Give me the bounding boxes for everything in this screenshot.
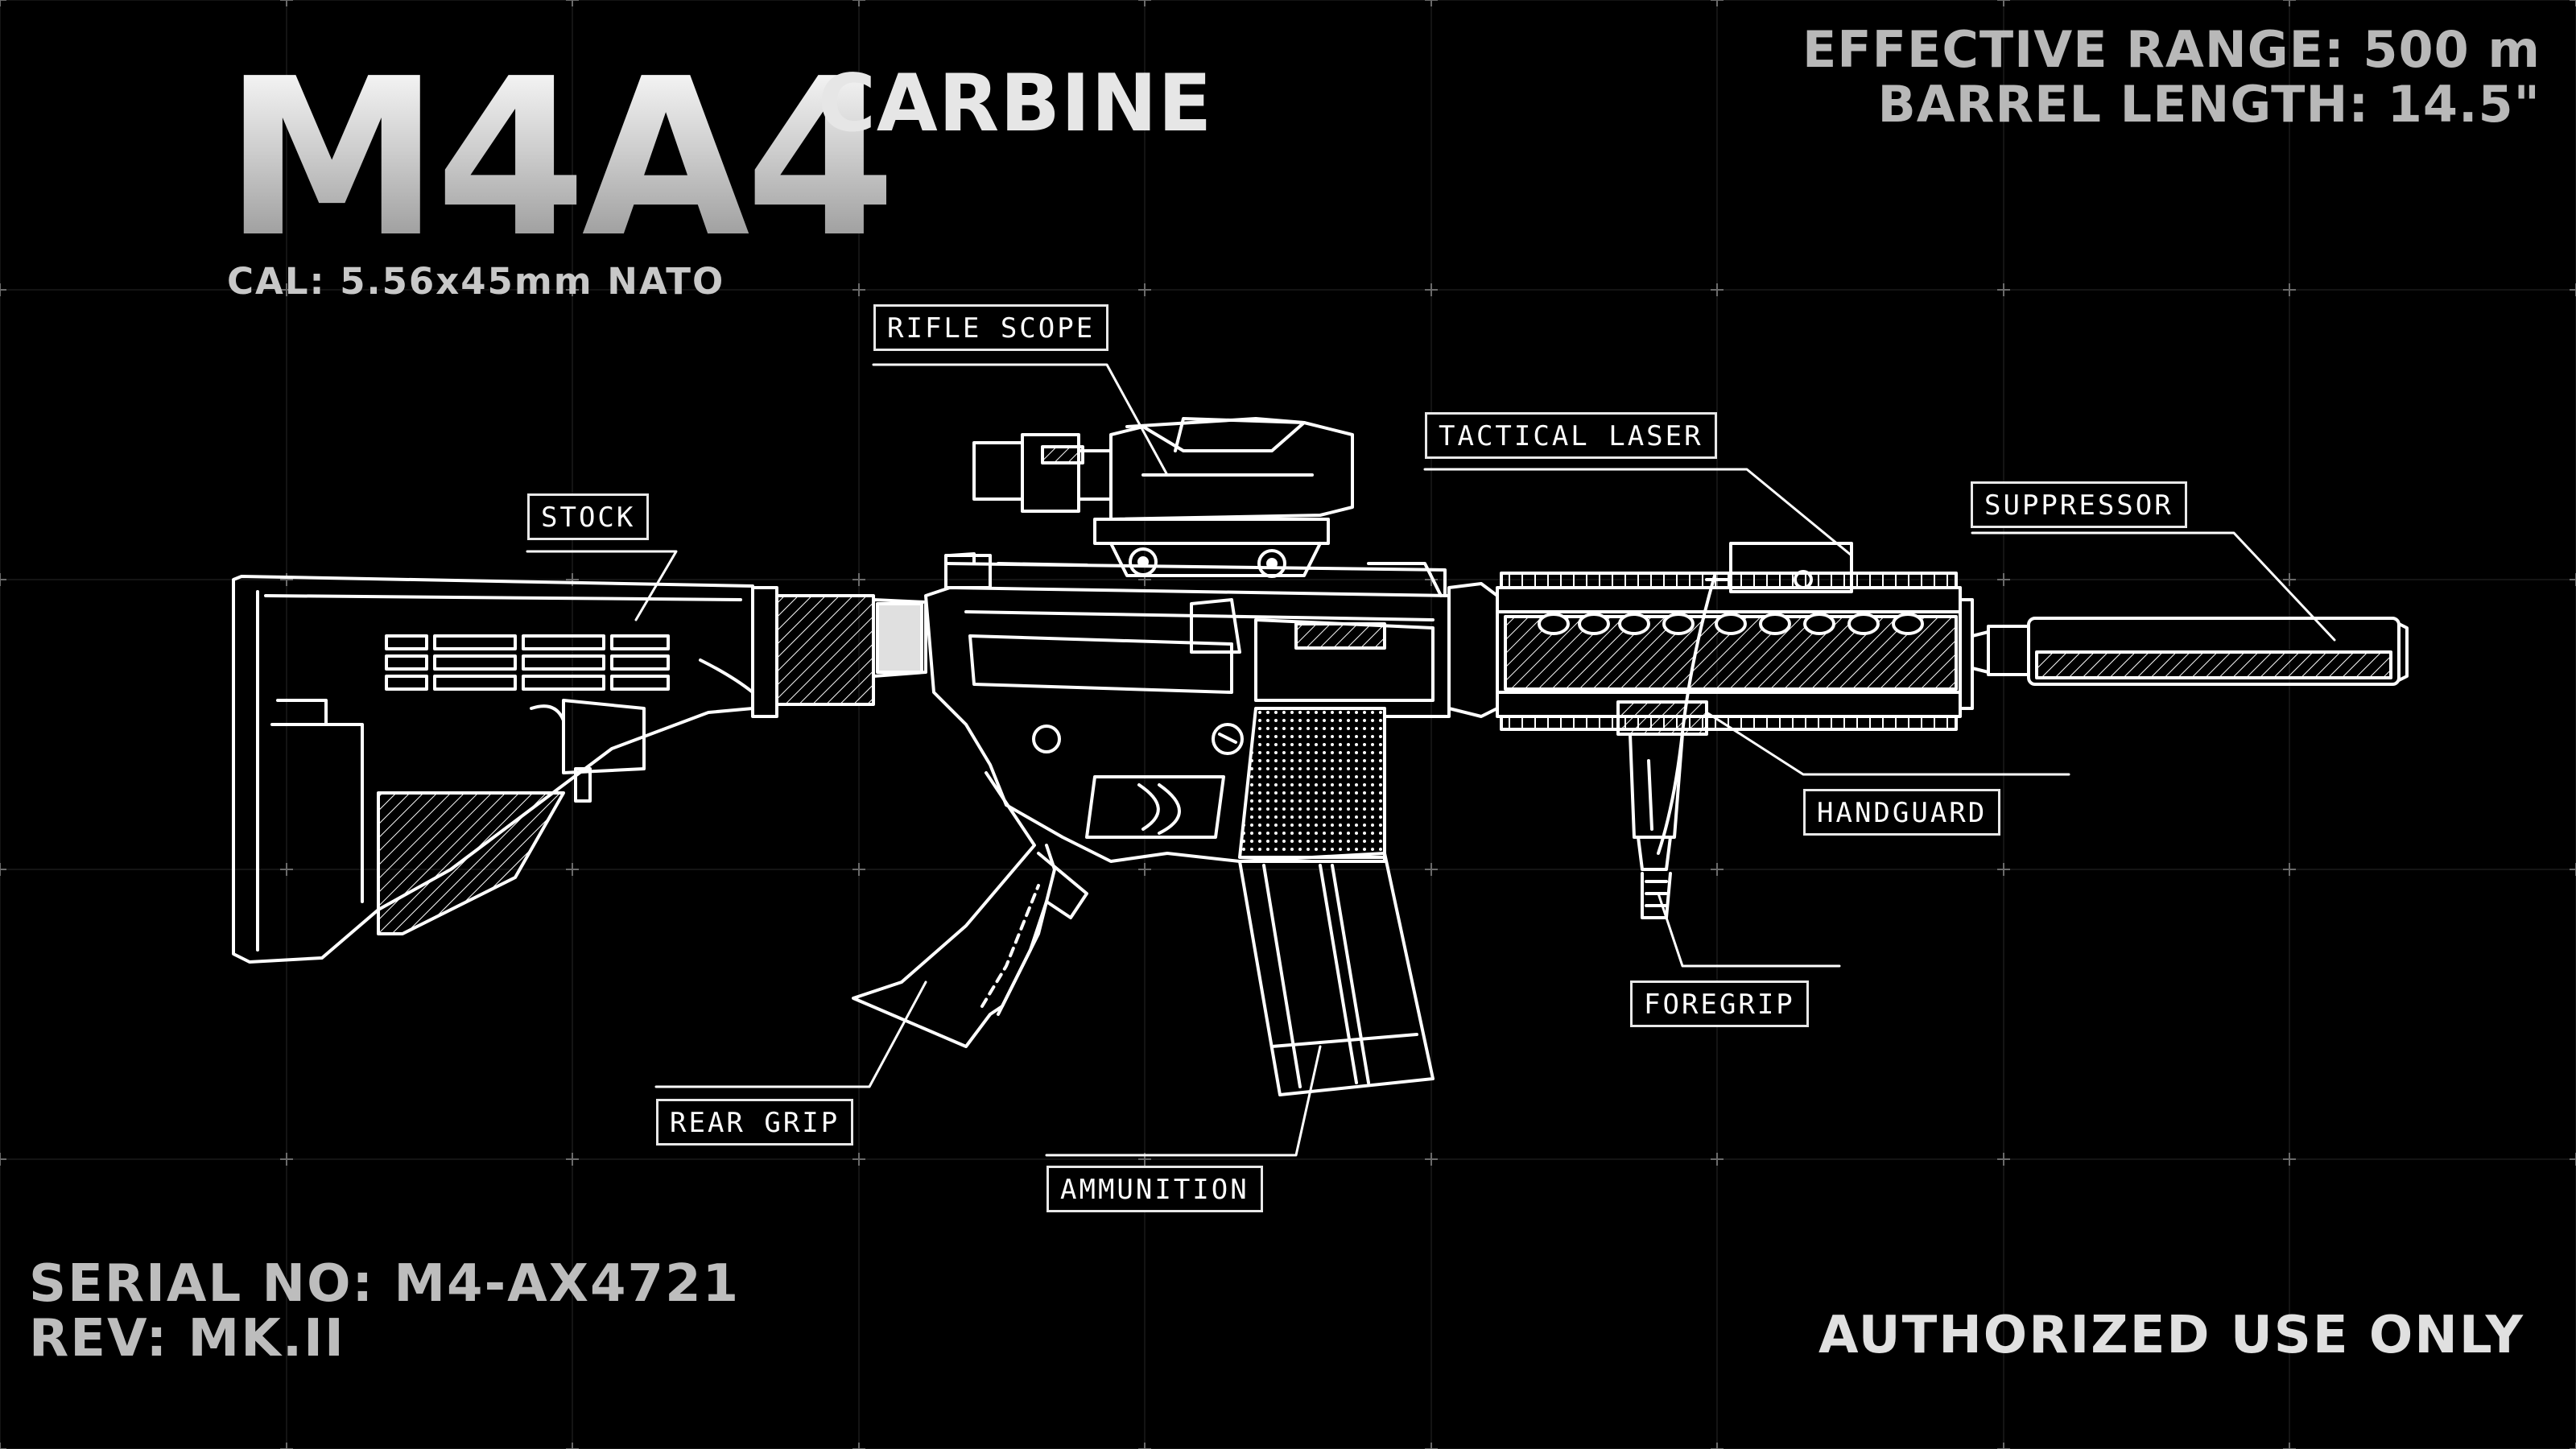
buffer-tube-drawing — [751, 586, 927, 718]
grid-cross-marker — [280, 0, 293, 6]
grid-cross-marker — [1138, 1443, 1151, 1449]
grid-cross-marker — [1997, 573, 2010, 586]
grid-cross-marker — [1997, 1153, 2010, 1166]
grid-cross-marker — [2570, 863, 2576, 876]
magazine-drawing — [1238, 852, 1435, 1096]
callout-suppressor: SUPPRESSOR — [1971, 481, 2187, 528]
callout-ammunition: AMMUNITION — [1046, 1166, 1263, 1212]
model-title: M4A4 — [224, 31, 896, 285]
callout-foregrip: FOREGRIP — [1630, 980, 1809, 1027]
grid-cross-marker — [2570, 283, 2576, 296]
grid-cross-marker — [2283, 573, 2296, 586]
leader-tactical-laser — [1423, 468, 1853, 557]
barrel-length-spec: BARREL LENGTH: 14.5" — [1877, 75, 2541, 134]
grid-cross-marker — [0, 863, 6, 876]
grid-cross-marker — [852, 283, 865, 296]
leader-lines — [526, 363, 2336, 1157]
grid-cross-marker — [0, 573, 6, 586]
grid-cross-marker — [1138, 283, 1151, 296]
grid-cross-marker — [1997, 863, 2010, 876]
leader-ammunition — [1045, 1045, 1322, 1157]
grid-cross-marker — [1711, 1443, 1724, 1449]
callout-tactical-laser: TACTICAL LASER — [1425, 412, 1717, 459]
grid-cross-marker — [566, 863, 579, 876]
grid-cross-marker — [1711, 0, 1724, 6]
grid-cross-marker — [1997, 1443, 2010, 1449]
grid-cross-marker — [280, 283, 293, 296]
serial-number: SERIAL NO: M4-AX4721 — [29, 1254, 741, 1314]
leader-stock — [526, 550, 678, 621]
grid-cross-marker — [2570, 573, 2576, 586]
receiver-drawing — [924, 586, 1451, 863]
grid-cross-marker — [852, 0, 865, 6]
grid-cross-marker — [280, 573, 293, 586]
grid-cross-marker — [1711, 863, 1724, 876]
grid-cross-marker — [2283, 0, 2296, 6]
caliber-label: CAL: 5.56x45mm NATO — [227, 260, 725, 303]
callout-handguard: HANDGUARD — [1803, 789, 2001, 836]
leader-rifle-scope — [872, 363, 1169, 477]
grid-cross-marker — [852, 1153, 865, 1166]
grid-cross-marker — [852, 573, 865, 586]
revision-label: REV: MK.II — [29, 1309, 345, 1368]
pistol-grip-drawing — [852, 771, 1088, 1048]
foregrip-drawing — [1616, 700, 1708, 919]
callout-rifle-scope: RIFLE SCOPE — [873, 304, 1109, 351]
grid-cross-marker — [2283, 1153, 2296, 1166]
grid-cross-marker — [566, 1153, 579, 1166]
authorized-notice: AUTHORIZED USE ONLY — [1818, 1306, 2524, 1365]
grid-cross-marker — [280, 1443, 293, 1449]
grid-cross-marker — [1425, 1443, 1438, 1449]
grid-cross-marker — [566, 0, 579, 6]
leader-handguard — [1705, 711, 2070, 776]
grid-cross-marker — [1138, 0, 1151, 6]
stock-drawing — [232, 575, 754, 964]
handguard-vents — [1538, 613, 1924, 635]
tactical-laser-drawing — [1657, 542, 1853, 855]
grid-cross-marker — [2283, 1443, 2296, 1449]
suppressor-drawing — [1971, 617, 2409, 686]
upper-rail-drawing — [944, 552, 1447, 597]
grid-cross-marker — [1997, 0, 2010, 6]
variant-title: CARBINE — [818, 58, 1213, 150]
grid-cross-marker — [1138, 863, 1151, 876]
grid-cross-marker — [280, 1153, 293, 1166]
callout-rear-grip: REAR GRIP — [656, 1099, 854, 1146]
leader-suppressor — [1971, 531, 2336, 642]
grid-cross-marker — [852, 863, 865, 876]
scope-drawing — [972, 417, 1354, 578]
grid-cross-marker — [1425, 283, 1438, 296]
grid-cross-marker — [2570, 1153, 2576, 1166]
grid-cross-marker — [1997, 283, 2010, 296]
leader-rear-grip — [654, 980, 927, 1088]
effective-range-spec: EFFECTIVE RANGE: 500 m — [1802, 20, 2541, 79]
grid-cross-marker — [1425, 1153, 1438, 1166]
grid-cross-marker — [852, 1443, 865, 1449]
leader-foregrip — [1657, 892, 1841, 968]
grid-cross-marker — [566, 1443, 579, 1449]
grid-cross-marker — [2283, 283, 2296, 296]
grid-cross-marker — [1711, 283, 1724, 296]
grid-cross-marker — [1425, 0, 1438, 6]
grid-cross-marker — [1711, 1153, 1724, 1166]
front-assembly-drawing — [1447, 572, 1974, 731]
grid-cross-marker — [566, 283, 579, 296]
grid-cross-marker — [280, 863, 293, 876]
grid-cross-marker — [0, 1153, 6, 1166]
grid-cross-marker — [2283, 863, 2296, 876]
grid-cross-marker — [1425, 863, 1438, 876]
grid-cross-marker — [0, 283, 6, 296]
callout-stock: STOCK — [527, 493, 650, 540]
